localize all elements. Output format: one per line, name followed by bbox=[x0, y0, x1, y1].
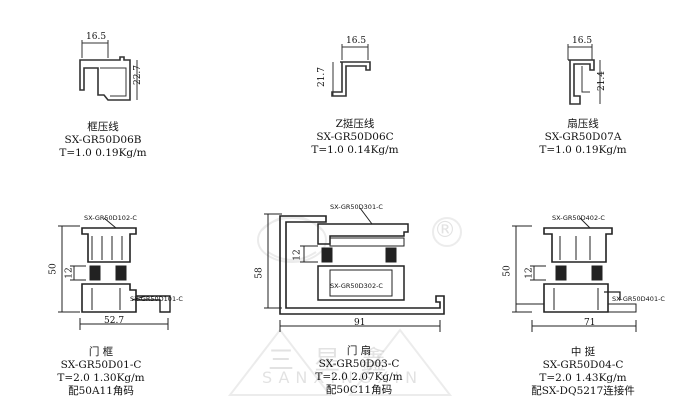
profile-code: SX-GR50D06B bbox=[64, 134, 142, 146]
profile-mullion bbox=[512, 217, 637, 332]
dim-width-door-frame: 52.7 bbox=[104, 316, 125, 326]
dim-gap-mullion: 12 bbox=[524, 267, 535, 279]
profile-spec: T=2.0 1.30Kg/m bbox=[57, 372, 145, 384]
profile-spec: T=2.0 2.07Kg/m bbox=[315, 371, 403, 383]
part-label-mullion-top: SX-GR50D402-C bbox=[552, 214, 605, 222]
watermark-cn: 三 星 鑫 bbox=[268, 346, 393, 376]
dim-height-mullion: 50 bbox=[502, 265, 513, 277]
caption-sash-bead: 扇压线 SX-GR50D07A T=1.0 0.19Kg/m bbox=[528, 118, 638, 157]
profile-accessory: 配SX-DQ5217连接件 bbox=[531, 385, 635, 397]
dim-width-sash-bead: 16.5 bbox=[572, 36, 593, 46]
profile-accessory: 配50A11角码 bbox=[68, 385, 134, 397]
profile-spec: T=1.0 0.19Kg/m bbox=[59, 147, 147, 159]
dim-gap-door-sash: 12 bbox=[292, 249, 303, 261]
profile-sash-bead bbox=[567, 44, 601, 105]
profile-code: SX-GR50D07A bbox=[544, 131, 622, 143]
profile-name: 门 扇 bbox=[346, 345, 372, 357]
profile-z-mullion-bead bbox=[331, 44, 371, 97]
profile-code: SX-GR50D03-C bbox=[318, 358, 400, 370]
profile-frame-bead bbox=[79, 40, 138, 101]
watermark-logo bbox=[227, 215, 462, 396]
profile-spec: T=2.0 1.43Kg/m bbox=[539, 372, 627, 384]
dim-height-frame-bead: 22.7 bbox=[133, 64, 144, 86]
profile-name: 框压线 bbox=[87, 121, 119, 133]
caption-door-sash: 门 扇 SX-GR50D03-C T=2.0 2.07Kg/m 配50C11角码 bbox=[304, 345, 414, 397]
part-label-door-sash-top: SX-GR50D301-C bbox=[330, 203, 383, 211]
profile-name: 扇压线 bbox=[567, 118, 599, 130]
part-label-door-frame-bottom: SX-GR50D101-C bbox=[130, 295, 183, 303]
profile-door-sash bbox=[264, 207, 445, 332]
profile-accessory: 配50C11角码 bbox=[325, 384, 393, 396]
part-label-door-frame-top: SX-GR50D102-C bbox=[84, 214, 137, 222]
caption-z-mullion-bead: Z挺压线 SX-GR50D06C T=1.0 0.14Kg/m bbox=[300, 118, 410, 157]
dim-width-mullion: 71 bbox=[584, 318, 596, 328]
profile-spec: T=1.0 0.19Kg/m bbox=[539, 144, 627, 156]
dim-height-door-frame: 50 bbox=[48, 263, 59, 275]
profile-name: Z挺压线 bbox=[335, 118, 375, 130]
profile-spec: T=1.0 0.14Kg/m bbox=[311, 144, 399, 156]
dim-width-frame-bead: 16.5 bbox=[86, 32, 107, 42]
profile-name: 门 框 bbox=[88, 346, 114, 358]
caption-door-frame: 门 框 SX-GR50D01-C T=2.0 1.30Kg/m 配50A11角码 bbox=[46, 346, 156, 398]
profile-code: SX-GR50D01-C bbox=[60, 359, 142, 371]
dim-height-z-bead: 21.7 bbox=[317, 66, 328, 88]
caption-frame-bead: 框压线 SX-GR50D06B T=1.0 0.19Kg/m bbox=[48, 121, 158, 160]
dim-gap-door-frame: 12 bbox=[64, 267, 75, 279]
watermark-en: SANXINGXIN bbox=[262, 368, 424, 387]
part-label-mullion-bottom: SX-GR50D401-C bbox=[612, 295, 665, 303]
profile-door-frame bbox=[58, 217, 171, 330]
profile-code: SX-GR50D04-C bbox=[542, 359, 624, 371]
dim-width-z-bead: 16.5 bbox=[346, 36, 367, 46]
dim-width-door-sash: 91 bbox=[354, 318, 366, 328]
watermark-registered: ® bbox=[434, 218, 456, 243]
profile-name: 中 挺 bbox=[570, 346, 596, 358]
dim-height-sash-bead: 21.4 bbox=[597, 70, 608, 92]
dim-height-door-sash: 58 bbox=[254, 267, 265, 279]
part-label-door-sash-bottom: SX-GR50D302-C bbox=[330, 282, 383, 290]
caption-mullion: 中 挺 SX-GR50D04-C T=2.0 1.43Kg/m 配SX-DQ52… bbox=[518, 346, 648, 398]
profile-code: SX-GR50D06C bbox=[316, 131, 394, 143]
